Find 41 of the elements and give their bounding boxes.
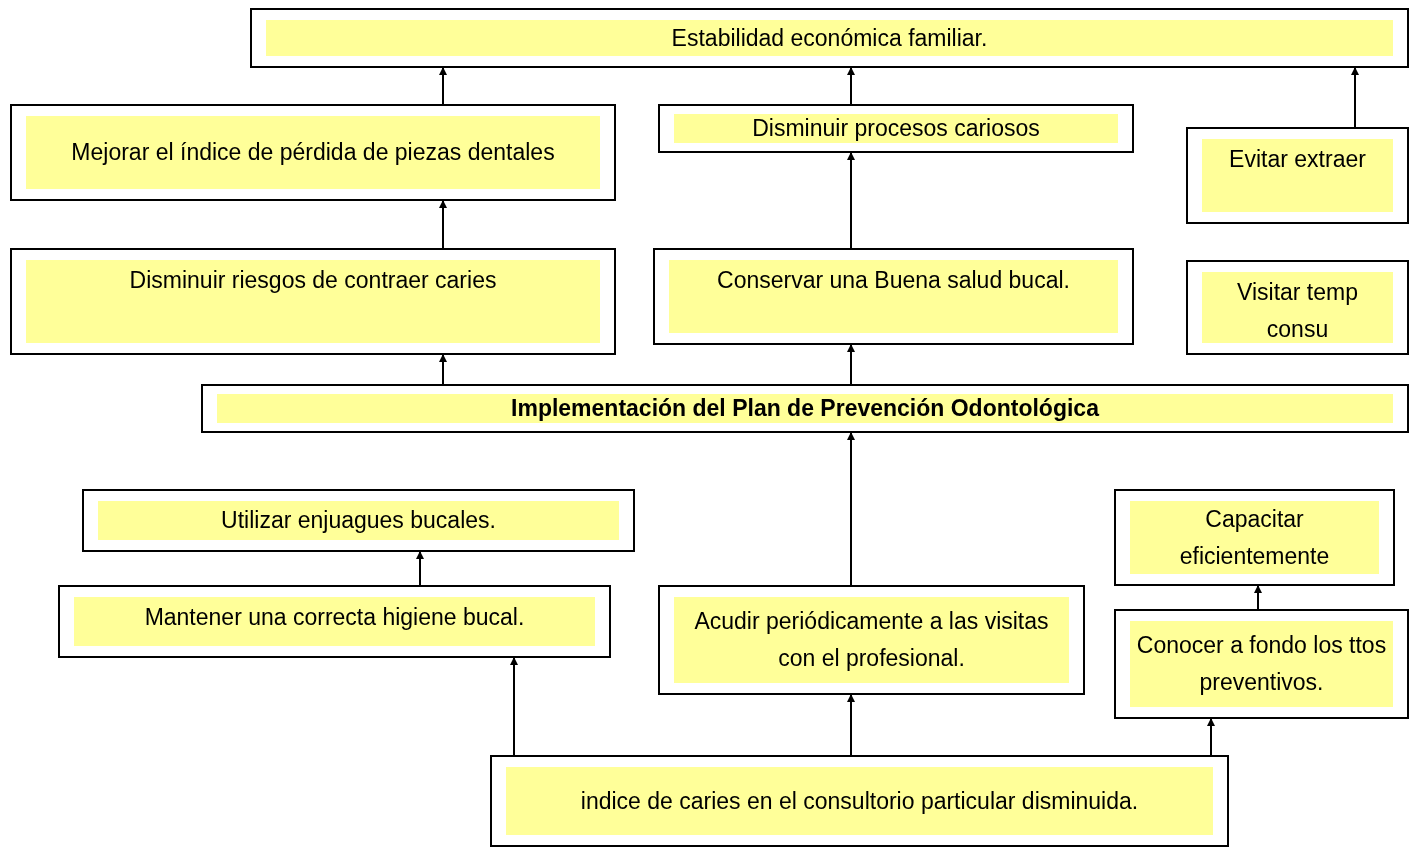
text-box bbox=[1186, 127, 1409, 224]
arrow bbox=[439, 354, 447, 385]
text-box bbox=[658, 585, 1085, 695]
text-box bbox=[653, 248, 1134, 345]
box-text: Estabilidad económica familiar. bbox=[671, 23, 988, 53]
box-text: Disminuir riesgos de contraer caries bbox=[129, 266, 497, 295]
arrow bbox=[847, 344, 855, 385]
box-text: Conservar una Buena salud bucal. bbox=[717, 266, 1070, 295]
text-box bbox=[658, 104, 1134, 153]
box-text: indice de caries en el consultorio particular disminuida. bbox=[580, 786, 1139, 816]
arrow bbox=[847, 694, 855, 756]
text-box bbox=[250, 8, 1409, 68]
text-box bbox=[58, 585, 611, 658]
box-text: Mejorar el índice de pérdida de piezas dentales bbox=[71, 138, 555, 168]
text-box bbox=[1186, 260, 1409, 355]
arrow bbox=[847, 432, 855, 586]
arrow bbox=[416, 551, 424, 586]
text-box bbox=[10, 248, 616, 355]
arrow bbox=[847, 152, 855, 249]
arrow bbox=[1207, 718, 1215, 756]
box-text: Visitar temp consu bbox=[1236, 278, 1359, 344]
text-box bbox=[490, 755, 1229, 847]
text-box bbox=[10, 104, 616, 201]
text-box bbox=[82, 489, 635, 552]
text-box bbox=[1114, 489, 1395, 586]
arrow bbox=[1254, 585, 1262, 610]
arrow bbox=[1351, 67, 1359, 128]
arrow bbox=[847, 67, 855, 105]
box-text: Implementación del Plan de Prevención Odontológica bbox=[511, 394, 1099, 424]
text-box bbox=[1114, 609, 1409, 719]
box-text: Utilizar enjuagues bucales. bbox=[221, 506, 496, 536]
box-text: Conocer a fondo los ttos preventivos. bbox=[1136, 631, 1387, 697]
arrow bbox=[439, 67, 447, 105]
box-text: Disminuir procesos cariosos bbox=[752, 114, 1040, 144]
box-text: Acudir periódicamente a las visitas con el profesional. bbox=[693, 607, 1050, 673]
arrow bbox=[510, 657, 518, 756]
box-text: Evitar extraer bbox=[1229, 145, 1366, 174]
text-box bbox=[201, 384, 1409, 433]
arrow bbox=[439, 200, 447, 249]
box-text: Mantener una correcta higiene bucal. bbox=[144, 603, 525, 632]
box-text: Capacitar eficientemente bbox=[1178, 504, 1331, 571]
